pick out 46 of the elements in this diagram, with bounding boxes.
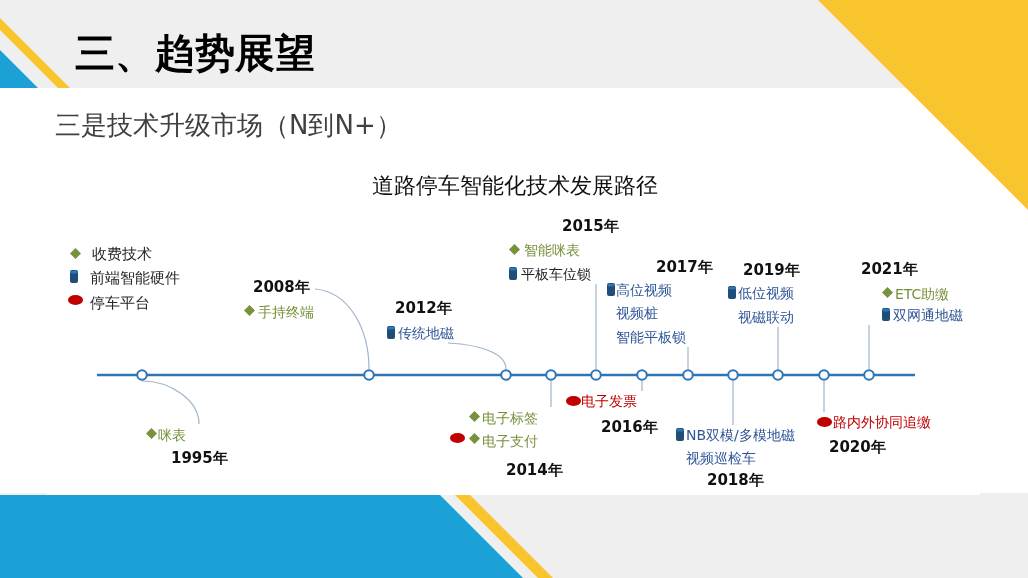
page-title: 三、趋势展望 [75,29,315,78]
technology-label: 路内外协同追缴 [833,413,931,431]
technology-label: 低位视频 [738,284,794,302]
technology-label: 高位视频 [616,281,672,299]
technology-label: 电子标签 [482,409,538,427]
technology-label: 平板车位锁 [521,265,591,283]
technology-label: 智能平板锁 [616,328,686,346]
chart-title: 道路停车智能化技术发展路径 [372,172,658,200]
year-label: 2012年 [395,299,452,317]
leader-line [447,342,507,370]
technology-label: 传统地磁 [398,324,454,342]
technology-label: 咪表 [158,426,186,444]
leader-line [314,288,370,370]
leader-line [641,380,643,392]
year-label: 2018年 [707,471,764,489]
year-label: 2020年 [829,438,886,456]
year-label: 1995年 [171,449,228,467]
technology-label: 智能咪表 [524,241,580,259]
legend-text: 停车平台 [90,293,150,313]
legend-text: 前端智能硬件 [90,268,180,288]
subtitle: 三是技术升级市场（N到N+） [55,109,402,142]
technology-label: 视磁联动 [738,308,794,326]
leader-line [777,326,779,370]
technology-label: 视频巡检车 [686,449,756,467]
year-label: 2017年 [656,258,713,276]
technology-label: ETC助缴 [895,285,950,303]
leader-line [732,380,734,426]
technology-label: 视频桩 [616,304,658,322]
technology-label: 手持终端 [258,303,314,321]
year-label: 2016年 [601,418,658,436]
leader-line [823,380,825,413]
leader-line [595,283,597,370]
year-label: 2015年 [562,217,619,235]
technology-label: NB双模/多模地磁 [686,426,795,444]
year-label: 2021年 [861,260,918,278]
leader-line [687,346,689,370]
year-label: 2019年 [743,261,800,279]
technology-label: 电子支付 [482,432,538,450]
year-label: 2014年 [506,461,563,479]
technology-label: 电子发票 [581,392,637,410]
legend-text: 收费技术 [92,244,152,264]
leader-line [868,324,870,370]
leader-line [141,380,200,425]
leader-line [550,380,552,408]
year-label: 2008年 [253,278,310,296]
technology-label: 双网通地磁 [893,306,963,324]
